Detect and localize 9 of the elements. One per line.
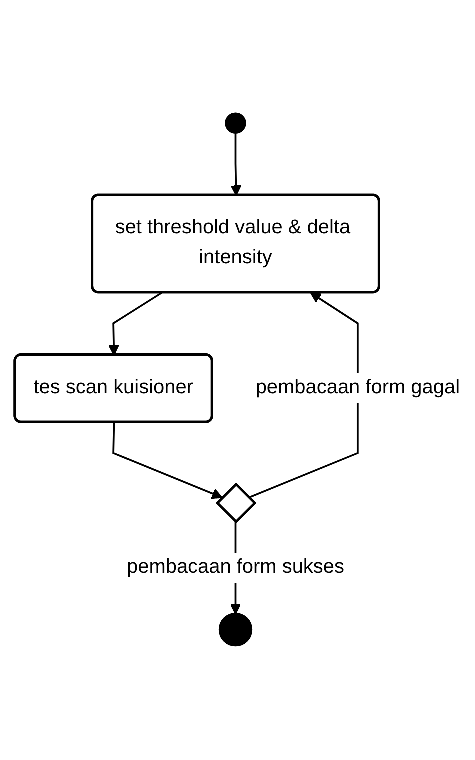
node-diamond: [216, 483, 257, 524]
node-circle: [225, 113, 246, 134]
arrow: [248, 292, 359, 499]
edge-label: pembacaan form sukses: [127, 557, 344, 578]
edge-label: pembacaan form gagal: [256, 378, 460, 399]
arrow: [112, 423, 223, 500]
arrow: [108, 292, 162, 356]
arrow: [230, 133, 242, 196]
node-circle: [218, 613, 253, 647]
